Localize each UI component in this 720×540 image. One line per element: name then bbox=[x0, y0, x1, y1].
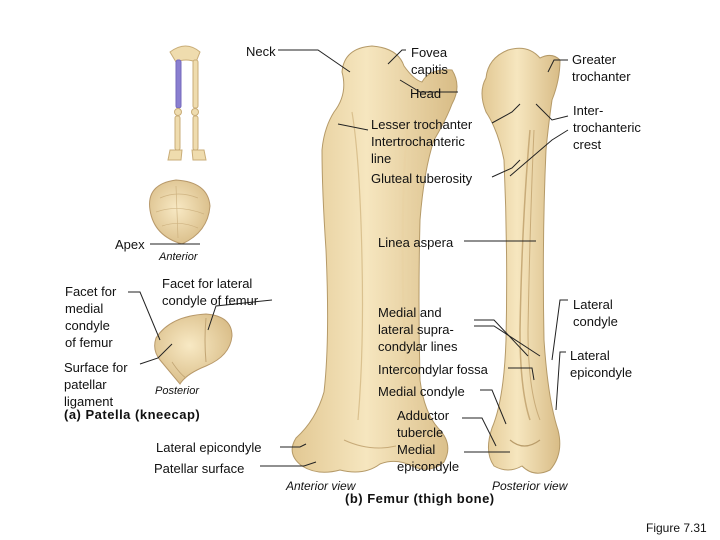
label-lateral-epicondyle-posterior: Lateral epicondyle bbox=[570, 348, 633, 380]
label-surface-patellar-ligament: Surface for patellar ligament bbox=[64, 360, 128, 409]
label-lateral-condyle: Lateral condyle bbox=[573, 297, 618, 329]
patella-anterior bbox=[149, 179, 211, 245]
label-gluteal-tuberosity: Gluteal tuberosity bbox=[371, 171, 473, 186]
label-linea-aspera: Linea aspera bbox=[378, 235, 454, 250]
patella-posterior bbox=[154, 313, 233, 385]
label-greater-trochanter: Greater trochanter bbox=[572, 52, 631, 84]
label-facet-lateral-condyle: Facet for lateral condyle of femur bbox=[162, 276, 259, 308]
label-lesser-trochanter: Lesser trochanter bbox=[371, 117, 473, 132]
label-supracondylar-lines: Medial and lateral supra- condylar lines bbox=[378, 305, 458, 354]
label-patella-anterior: Anterior bbox=[159, 251, 198, 263]
label-lateral-epicondyle-anterior: Lateral epicondyle bbox=[156, 440, 262, 455]
femur-posterior bbox=[481, 47, 561, 474]
label-medial-epicondyle: Medial epicondyle bbox=[397, 442, 460, 474]
leader-lines bbox=[128, 49, 569, 467]
label-neck: Neck bbox=[246, 44, 276, 59]
femur-anterior bbox=[291, 45, 458, 473]
label-intertrochanteric-crest: Inter- trochanteric crest bbox=[573, 103, 641, 152]
label-intertrochanteric-line: Intertrochanteric line bbox=[371, 134, 465, 166]
label-apex: Apex bbox=[115, 237, 145, 252]
label-intercondylar-fossa: Intercondylar fossa bbox=[378, 362, 488, 377]
label-head: Head bbox=[410, 86, 442, 101]
label-posterior-view: Posterior view bbox=[492, 479, 568, 493]
caption-patella: (a) Patella (kneecap) bbox=[64, 407, 201, 422]
label-patellar-surface: Patellar surface bbox=[154, 461, 245, 476]
label-patella-posterior: Posterior bbox=[155, 385, 200, 397]
label-facet-medial-condyle: Facet for medial condyle of femur bbox=[65, 284, 117, 350]
figure-number: Figure 7.31 bbox=[646, 521, 707, 535]
label-adductor-tubercle: Adductor tubercle bbox=[397, 408, 450, 440]
skeleton-thumbnail bbox=[167, 45, 207, 161]
label-anterior-view: Anterior view bbox=[286, 479, 356, 493]
label-medial-condyle: Medial condyle bbox=[378, 384, 465, 399]
label-fovea-capitis: Fovea capitis bbox=[411, 45, 448, 77]
caption-femur: (b) Femur (thigh bone) bbox=[345, 491, 495, 506]
